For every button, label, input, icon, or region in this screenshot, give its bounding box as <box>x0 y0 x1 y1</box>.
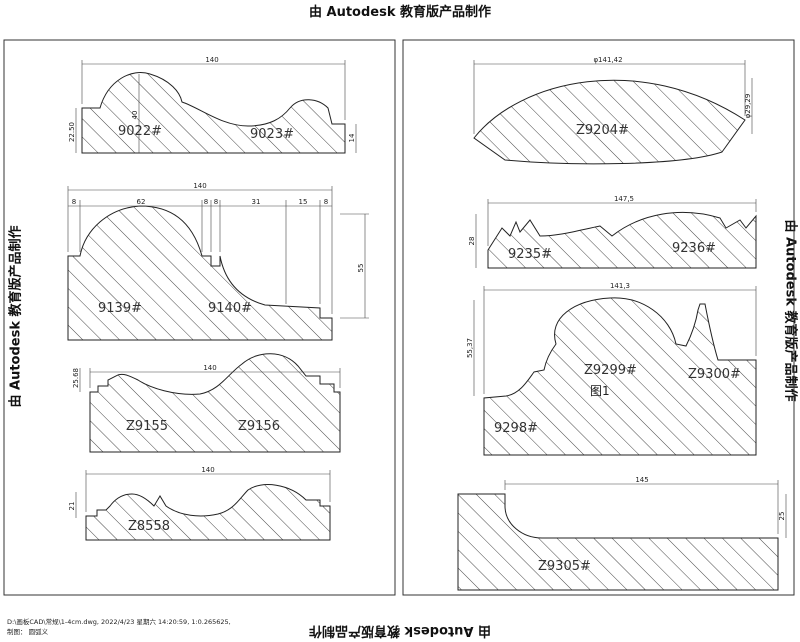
profile-z8558 <box>86 485 330 540</box>
figure-label: 图1 <box>590 384 610 398</box>
dim-l2-height: 55 <box>357 264 365 273</box>
dim-l2-seg4: 8 <box>214 198 218 206</box>
label-9235: 9235# <box>508 247 552 262</box>
dim-r1-width: φ141,42 <box>593 56 622 64</box>
dim-l2-seg3: 8 <box>204 198 208 206</box>
profile-z9305 <box>458 494 778 590</box>
dim-r2-width: 147,5 <box>614 195 634 203</box>
label-9023: 9023# <box>250 127 294 142</box>
dim-r2-height: 28 <box>468 237 476 246</box>
dim-r1-height: φ29,29 <box>744 94 752 119</box>
dim-l1-height-right: 14 <box>348 133 356 142</box>
label-z9204: Z9204# <box>576 123 629 138</box>
profile-9139-9140 <box>68 206 332 340</box>
dim-r3-height: 55,37 <box>466 338 474 358</box>
label-z9156: Z9156 <box>238 419 280 434</box>
dim-l2-seg7: 8 <box>324 198 328 206</box>
dim-l2-seg1: 8 <box>72 198 76 206</box>
label-z9305: Z9305# <box>538 559 591 574</box>
dim-r4-width: 145 <box>635 476 648 484</box>
footer-file-info: D:\画板CAD\常规\1-4cm.dwg, 2022/4/23 星期六 14:… <box>7 616 231 626</box>
dim-r4-height: 25 <box>778 512 786 521</box>
dim-l4-height: 21 <box>68 502 76 511</box>
dim-l3-width: 140 <box>203 364 216 372</box>
dim-l2-seg6: 15 <box>299 198 308 206</box>
dim-l2-width: 140 <box>193 182 206 190</box>
label-9022: 9022# <box>118 124 162 139</box>
label-z9155: Z9155 <box>126 419 168 434</box>
dim-l1-height-mid: 40 <box>131 111 139 120</box>
dim-r3-width: 141,3 <box>610 282 630 290</box>
label-z8558: Z8558 <box>128 519 170 534</box>
dim-l3-height: 25.68 <box>72 368 80 388</box>
profile-z9204 <box>474 80 745 164</box>
dim-l2-seg2: 62 <box>137 198 146 206</box>
label-9140: 9140# <box>208 301 252 316</box>
label-9139: 9139# <box>98 301 142 316</box>
dim-l2-seg5: 31 <box>252 198 261 206</box>
dim-l1-width: 140 <box>205 56 218 64</box>
label-z9300: Z9300# <box>688 367 741 382</box>
dim-l1-height-left: 22.50 <box>68 122 76 142</box>
label-9298: 9298# <box>494 421 538 436</box>
label-z9299: Z9299# <box>584 363 637 378</box>
footer-author: 制图： 圆弧义 <box>7 626 48 636</box>
label-9236: 9236# <box>672 241 716 256</box>
dim-l4-width: 140 <box>201 466 214 474</box>
profile-9022-9023 <box>82 72 345 153</box>
